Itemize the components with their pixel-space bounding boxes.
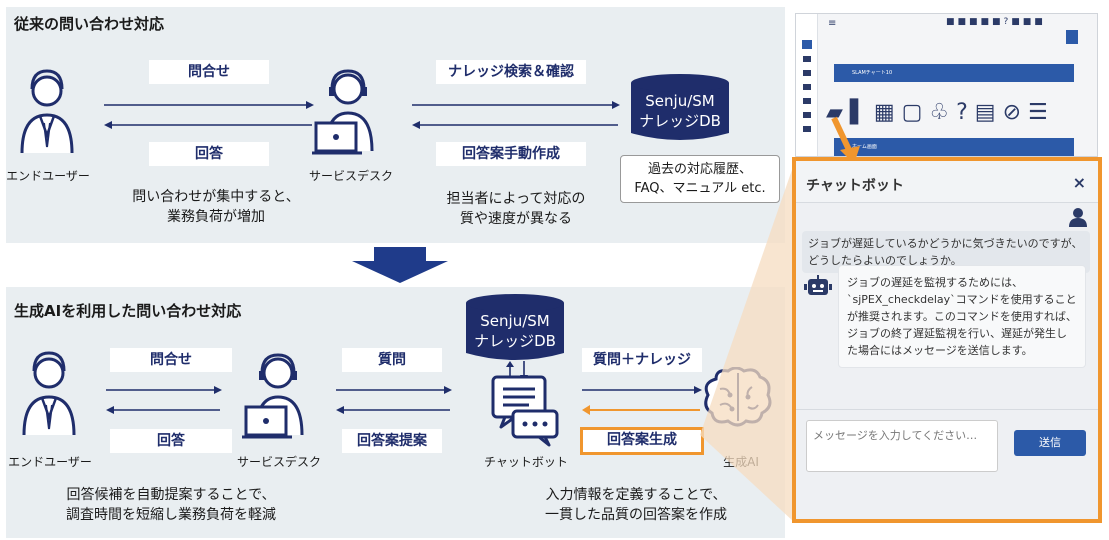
label-knowledge-search: ナレッジ検索＆確認 (436, 60, 586, 84)
end-user-icon (20, 69, 74, 154)
chatbot-window: チャットボット × ジョブが遅延しているかどうかに気づきたいのですが、どうしたら… (792, 157, 1102, 523)
robot-icon (804, 275, 832, 295)
sidebar-menu-icon[interactable] (803, 126, 811, 132)
message-input[interactable]: メッセージを入力してください… (806, 420, 998, 472)
hamburger-icon[interactable]: ≡ (828, 18, 837, 29)
label-question-knowledge: 質問＋ナレッジ (582, 348, 702, 372)
label-answer: 回答 (110, 429, 232, 453)
caption-end-user: エンドユーザー (8, 455, 92, 469)
note-workload-line1: 問い合わせが集中すると、 (132, 189, 300, 205)
sidebar-menu-icon[interactable] (803, 98, 811, 104)
knowledge-db: Senju/SM ナレッジDB (631, 73, 729, 143)
sidebar-menu-icon[interactable] (803, 70, 811, 76)
chatbot-icon (491, 375, 559, 447)
note-efficiency-line1: 回答候補を自動提案することで、 (66, 487, 276, 503)
label-inquiry: 問合せ (149, 60, 269, 84)
close-button[interactable]: × (1072, 173, 1086, 192)
chat-title: チャットボット (806, 178, 904, 194)
zoom-connector (700, 164, 794, 522)
database-icon (631, 74, 729, 140)
chat-header: チャットボット × (796, 161, 1098, 203)
note-consistency: 入力情報を定義することで、 一貫した品質の回答案を作成 (506, 485, 766, 525)
note-quality-line1: 担当者によって対応の (446, 191, 586, 207)
note-workload-line2: 業務負荷が増加 (167, 209, 265, 225)
db-name-line1: Senju/SM (645, 92, 715, 110)
note-quality: 担当者によって対応の 質や速度が異なる (416, 189, 616, 229)
db-contents-bubble: 過去の対応履歴、 FAQ、マニュアル etc. (620, 155, 780, 203)
label-inquiry: 問合せ (110, 348, 232, 372)
label-proposal: 回答案提案 (342, 429, 442, 453)
sidebar-menu-icon[interactable] (803, 112, 811, 118)
conventional-title: 従来の問い合わせ対応 (14, 15, 165, 33)
user-desk-arrows (106, 386, 222, 414)
caption-end-user: エンドユーザー (6, 169, 90, 183)
knowledge-db: Senju/SM ナレッジDB (466, 293, 564, 363)
ai-title: 生成AIを利用した問い合わせ対応 (14, 302, 242, 320)
service-desk-icon (242, 353, 304, 439)
desk-db-arrows (412, 101, 620, 129)
sidebar-menu-icon[interactable] (803, 56, 811, 62)
service-desk-icon (312, 69, 374, 155)
db-name-line2: ナレッジDB (474, 332, 556, 350)
user-avatar-icon (1069, 208, 1087, 227)
send-button[interactable]: 送信 (1014, 430, 1086, 456)
app-sidebar (796, 14, 818, 156)
chatbot-ai-arrows (582, 386, 702, 415)
label-answer: 回答 (149, 142, 269, 166)
caption-service-desk: サービスデスク (308, 169, 393, 183)
note-efficiency-line2: 調査時間を短縮し業務負荷を軽減 (66, 507, 276, 523)
end-user-icon (22, 351, 76, 436)
collapse-icon[interactable] (1066, 30, 1078, 44)
caption-service-desk: サービスデスク (236, 455, 321, 469)
sidebar-menu-icon[interactable] (803, 84, 811, 90)
ai-panel: 生成AIを利用した問い合わせ対応 エンドユーザー 問合せ 回答 サービスデスク … (6, 287, 785, 538)
home-icon[interactable] (802, 40, 812, 49)
database-icon (466, 294, 564, 360)
conventional-panel: 従来の問い合わせ対応 エンドユーザー 問合せ 回答 サービスデスク ナレッジ検索… (6, 7, 785, 243)
caption-chatbot: チャットボット (484, 455, 568, 469)
bot-message: ジョブの遅延を監視するためには、`sjPEX_checkdelay`コマンドを使… (838, 265, 1086, 368)
toolbar-icon-row[interactable]: ▰▌▦▢♧?▤⊘☰ (826, 100, 1055, 125)
desk-chatbot-arrows (336, 386, 452, 414)
note-efficiency: 回答候補を自動提案することで、 調査時間を短縮し業務負荷を軽減 (36, 485, 306, 525)
bubble-line2: FAQ、マニュアル etc. (634, 181, 766, 196)
label-generate: 回答案生成 (580, 427, 704, 455)
note-consistency-line1: 入力情報を定義することで、 (545, 487, 727, 503)
note-quality-line2: 質や速度が異なる (460, 211, 572, 227)
label-question: 質問 (342, 348, 442, 372)
db-name-line2: ナレッジDB (639, 112, 721, 130)
db-name-line1: Senju/SM (480, 312, 550, 330)
label-manual-draft: 回答案手動作成 (436, 142, 586, 166)
app-bar-1: SLAMチャート10 (834, 64, 1074, 82)
app-bar-2: ホーム画面 (834, 138, 1074, 156)
bubble-line1: 過去の対応履歴、 (647, 162, 752, 177)
chat-input-area: メッセージを入力してください… 送信 (796, 409, 1098, 519)
toolbar-icons[interactable]: ■■■■■?■■■ (946, 17, 1046, 27)
note-consistency-line2: 一貫した品質の回答案を作成 (545, 507, 727, 523)
app-screenshot: ≡ ■■■■■?■■■ SLAMチャート10 ▰▌▦▢♧?▤⊘☰ ホーム画面 (795, 13, 1098, 157)
transition-arrow (352, 247, 448, 283)
note-workload: 問い合わせが集中すると、 業務負荷が増加 (106, 187, 326, 227)
user-desk-arrows (104, 101, 314, 129)
